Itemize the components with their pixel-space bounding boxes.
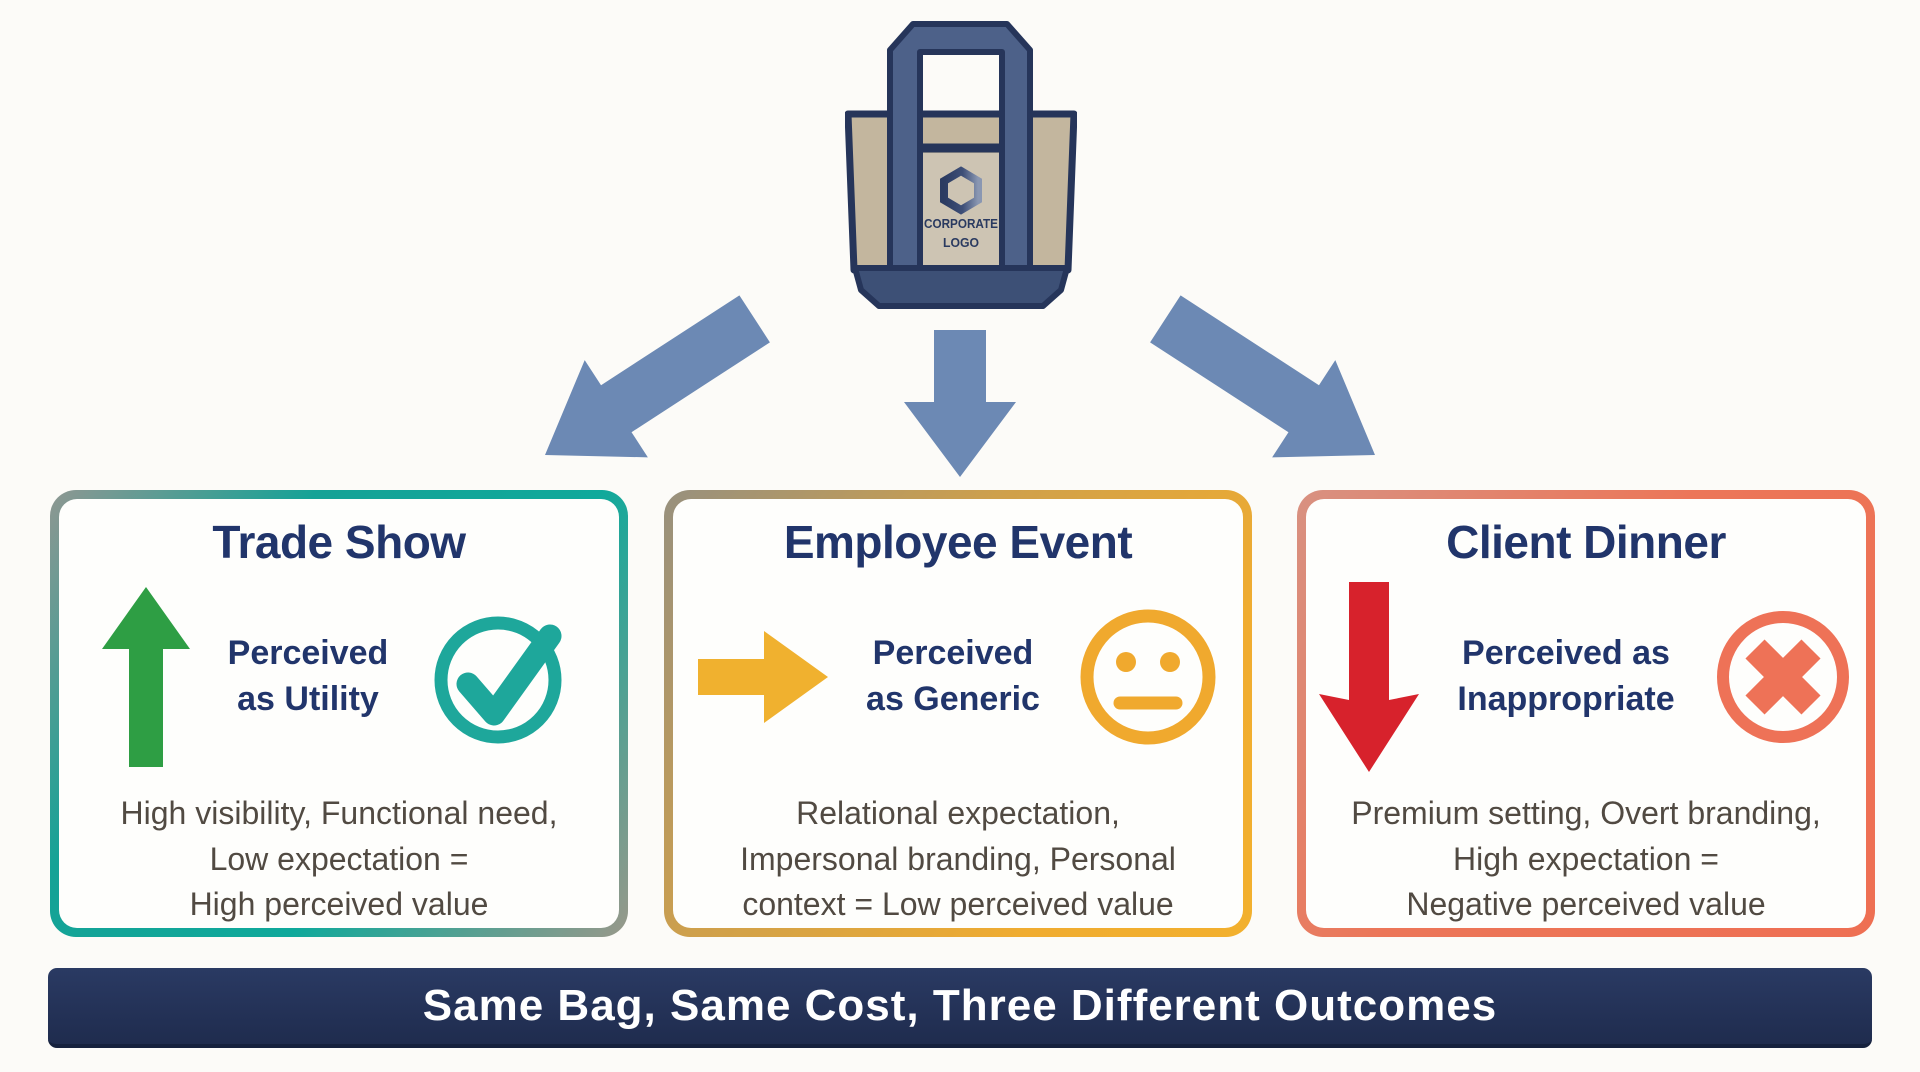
banner-text: Same Bag, Same Cost, Three Different Out… (422, 981, 1498, 1030)
card-employee-event: Employee Event Perceived as Generic Rela… (664, 490, 1252, 937)
card-title: Client Dinner (1446, 516, 1726, 568)
perception-row: Perceived as Inappropriate (1306, 580, 1866, 775)
bag-bottom (852, 265, 1070, 309)
card-description: Relational expectation, Impersonal brand… (740, 794, 1176, 923)
up-arrow-icon (101, 587, 190, 768)
card-trade-show-inner: Trade Show Perceived as Utility High vis… (59, 499, 619, 928)
perception-row: Perceived as Utility (59, 580, 619, 775)
perception-row: Perceived as Generic (673, 580, 1243, 775)
arrow-to-client-dinner-icon (1150, 295, 1375, 458)
right-arrow-icon (698, 631, 829, 724)
arrow-to-employee-event-icon (904, 330, 1016, 477)
card-title: Trade Show (212, 516, 466, 568)
bottom-banner: Same Bag, Same Cost, Three Different Out… (48, 968, 1872, 1048)
bag-logo-text-line2: LOGO (943, 235, 979, 250)
down-arrow-icon (1319, 582, 1420, 773)
card-description: High visibility, Functional need, Low ex… (120, 794, 558, 923)
bag-logo-text-line1: CORPORATE (924, 216, 998, 231)
branch-arrows (545, 295, 1375, 477)
x-circle-icon (1716, 611, 1849, 744)
card-employee-event-inner: Employee Event Perceived as Generic Rela… (673, 499, 1243, 928)
tote-bag-illustration: CORPORATE LOGO (845, 21, 1077, 309)
neutral-face-icon (1080, 609, 1216, 745)
perceived-label: Perceived as Utility (227, 634, 389, 719)
card-client-dinner: Client Dinner Perceived as Inappropriate… (1297, 490, 1875, 937)
arrow-to-trade-show-icon (545, 295, 770, 458)
card-title: Employee Event (783, 516, 1133, 568)
perceived-label: Perceived as Inappropriate (1457, 634, 1675, 719)
check-circle-icon (434, 616, 562, 744)
bag-logo-hexagon-icon (940, 166, 982, 215)
card-client-dinner-inner: Client Dinner Perceived as Inappropriate… (1306, 499, 1866, 928)
card-description: Premium setting, Overt branding, High ex… (1351, 794, 1821, 923)
card-trade-show: Trade Show Perceived as Utility High vis… (50, 490, 628, 937)
perceived-label: Perceived as Generic (866, 634, 1040, 719)
